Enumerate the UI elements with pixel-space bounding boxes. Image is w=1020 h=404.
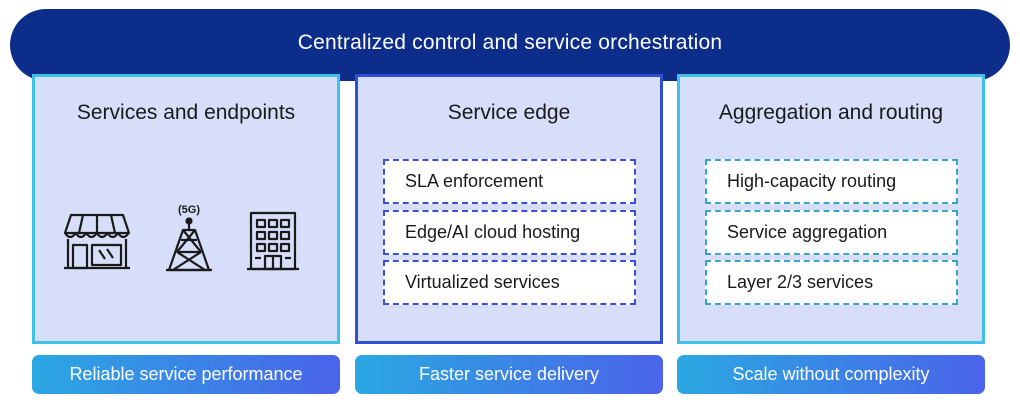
storefront-icon: [63, 213, 131, 271]
panel-services-endpoints: Services and endpoints (5G): [32, 74, 340, 344]
capability-item: Edge/AI cloud hosting: [383, 210, 636, 255]
benefit-pill-scale: Scale without complexity: [677, 355, 985, 394]
capability-item: SLA enforcement: [383, 159, 636, 204]
capability-item: Service aggregation: [705, 210, 958, 255]
capability-item: Virtualized services: [383, 260, 636, 305]
capability-item: Layer 2/3 services: [705, 260, 958, 305]
benefit-pill-faster: Faster service delivery: [355, 355, 663, 394]
tower-5g-label: (5G): [178, 204, 200, 216]
office-building-icon: [245, 211, 301, 271]
banner-title: Centralized control and service orchestr…: [297, 31, 723, 54]
panel-title: Services and endpoints: [76, 101, 296, 124]
capability-item: High-capacity routing: [705, 159, 958, 204]
cell-tower-5g-icon: (5G): [165, 204, 213, 272]
orchestration-banner: Centralized control and service orchestr…: [10, 9, 1010, 81]
benefit-pill-reliable: Reliable service performance: [32, 355, 340, 394]
panel-aggregation-routing: Aggregation and routing High-capacity ro…: [677, 74, 985, 344]
panel-service-edge: Service edge SLA enforcement Edge/AI clo…: [355, 74, 663, 344]
panel-title: Aggregation and routing: [718, 101, 944, 124]
panel-title: Service edge: [447, 101, 571, 124]
